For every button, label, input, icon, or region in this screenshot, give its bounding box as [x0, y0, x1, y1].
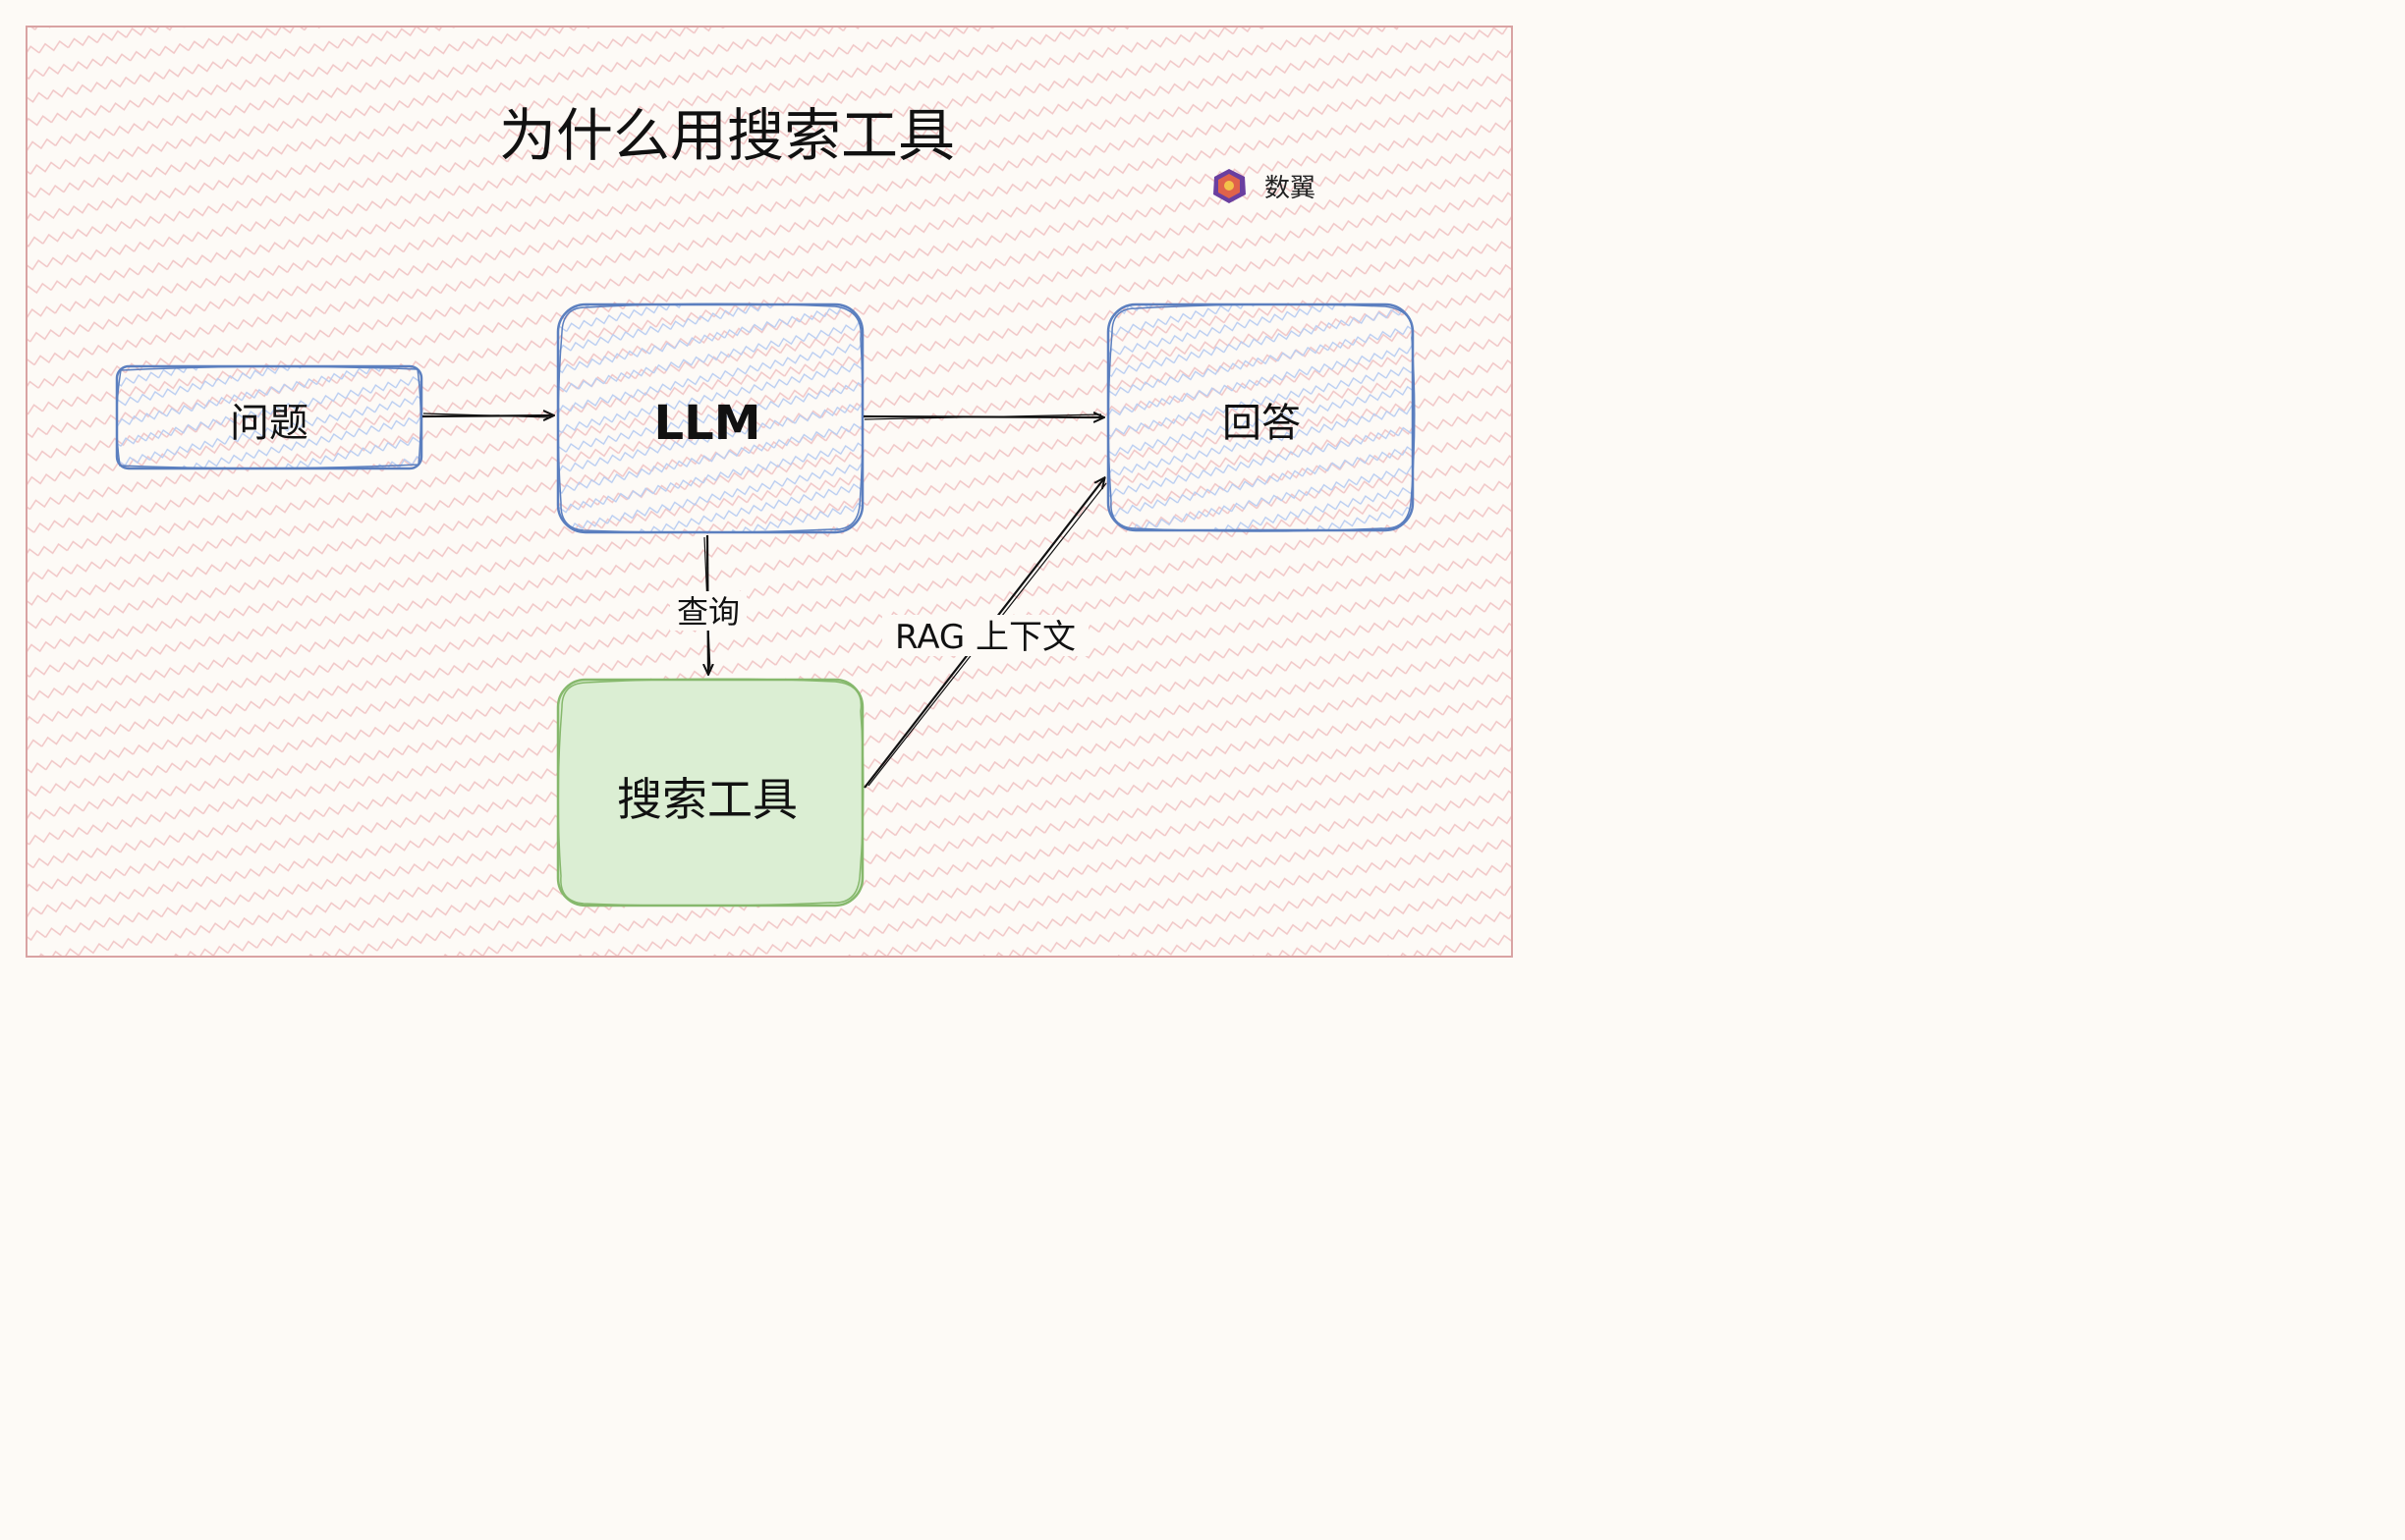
- node-answer-label: 回答: [1222, 401, 1301, 446]
- edge-rag-label: RAG 上下文: [895, 618, 1076, 657]
- node-llm-label: LLM: [654, 396, 761, 451]
- node-search-tool: 搜索工具: [556, 678, 865, 908]
- node-llm: LLM: [556, 302, 865, 534]
- edge-query-label-bg: [670, 591, 747, 631]
- diagram-svg: 为什么用搜索工具 数翼 问题 LLM 回答 搜索工具: [0, 0, 1540, 984]
- edge-rag-label-bg: [882, 615, 1089, 656]
- diagram-title: 为什么用搜索工具: [499, 102, 955, 169]
- node-answer: 回答: [1106, 302, 1416, 532]
- edge-question-to-llm: [421, 413, 553, 417]
- frame-border: [26, 26, 1513, 958]
- logo: 数翼: [1213, 169, 1315, 203]
- edge-llm-to-answer: [863, 414, 1103, 419]
- node-question: 问题: [115, 364, 423, 470]
- edge-query-label: 查询: [677, 593, 740, 631]
- edge-search-to-answer: RAG 上下文: [864, 478, 1107, 789]
- node-question-label: 问题: [230, 401, 308, 446]
- edge-llm-to-search: 查询: [670, 534, 747, 674]
- node-search-tool-label: 搜索工具: [617, 773, 798, 826]
- diagram-canvas: 为什么用搜索工具 数翼 问题 LLM 回答 搜索工具: [0, 0, 1540, 984]
- logo-text: 数翼: [1264, 174, 1315, 203]
